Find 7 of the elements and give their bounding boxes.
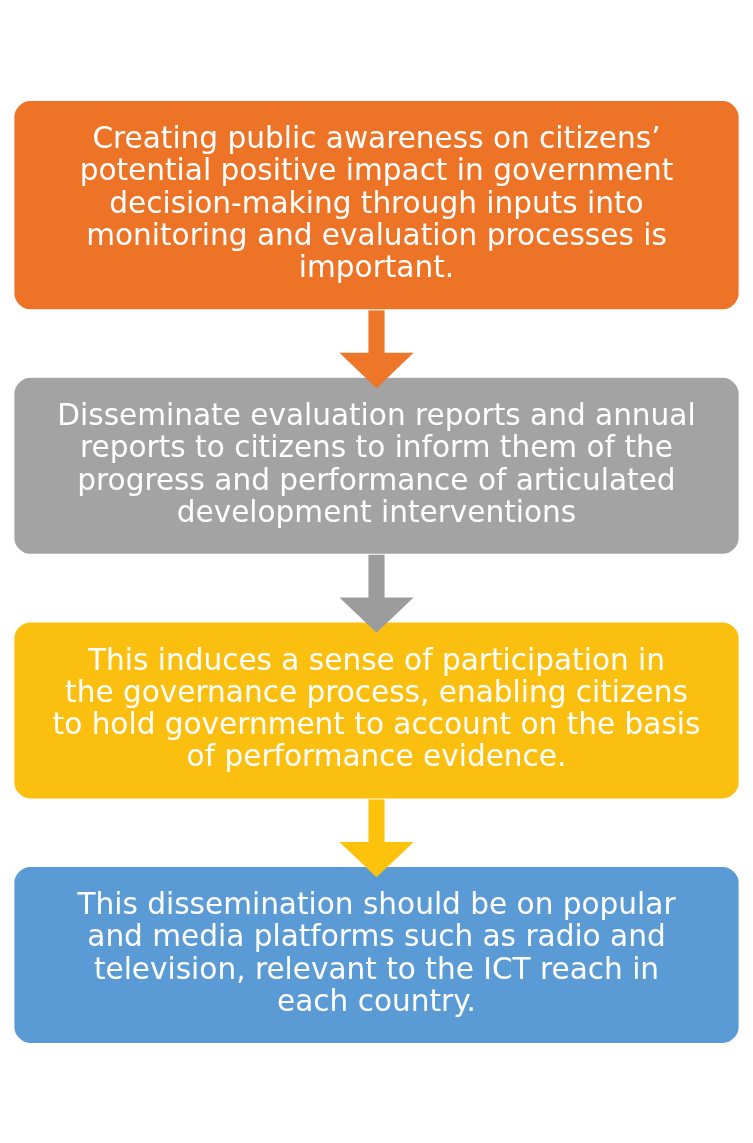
node-box: Disseminate evaluation reports and annual reports to citizens to inform them of the progress and performance of articulated development interventions (13, 376, 740, 555)
arrow (339, 309, 414, 388)
node-box: Creating public awareness on citizens’ potential positive impact in government decision-making through inputs into monitoring and evaluation processes is important. (13, 99, 740, 311)
arrow (339, 554, 414, 633)
node-box: This dissemination should be on popular and media platforms such as radio and television, relevant to the ICT reach in each country. (13, 865, 740, 1044)
node-box: This induces a sense of participation in the governance process, enabling citizens to hold government to account on the basis of performance evidence. (13, 620, 740, 800)
arrow (339, 798, 414, 877)
